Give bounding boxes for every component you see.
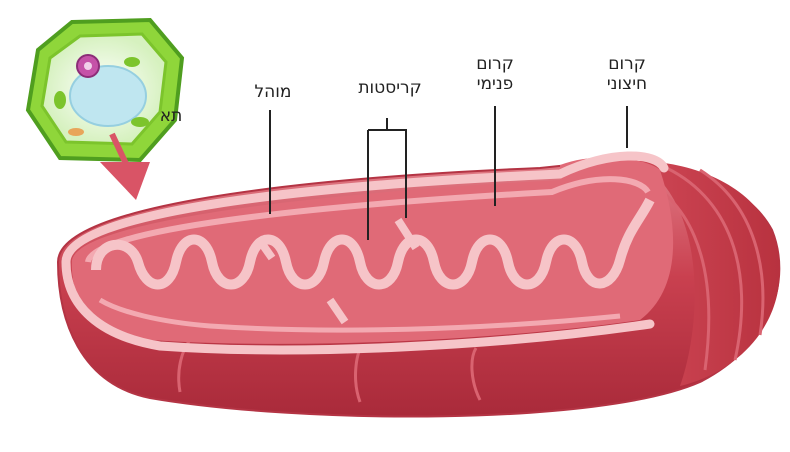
cell-icon (28, 20, 182, 160)
label-cell: תא (146, 106, 196, 126)
label-inner-membrane-line1: קרום (460, 54, 530, 74)
label-matrix: מוהל (238, 82, 308, 102)
label-outer-membrane-line2: חיצוני (590, 74, 664, 94)
label-outer-membrane: קרום חיצוני (590, 54, 664, 94)
label-cristae: קריסטות (330, 78, 450, 98)
label-inner-membrane-line2: פנימי (460, 74, 530, 94)
label-inner-membrane: קרום פנימי (460, 54, 530, 94)
label-outer-membrane-line1: קרום (590, 54, 664, 74)
mitochondrion-body (58, 156, 780, 417)
